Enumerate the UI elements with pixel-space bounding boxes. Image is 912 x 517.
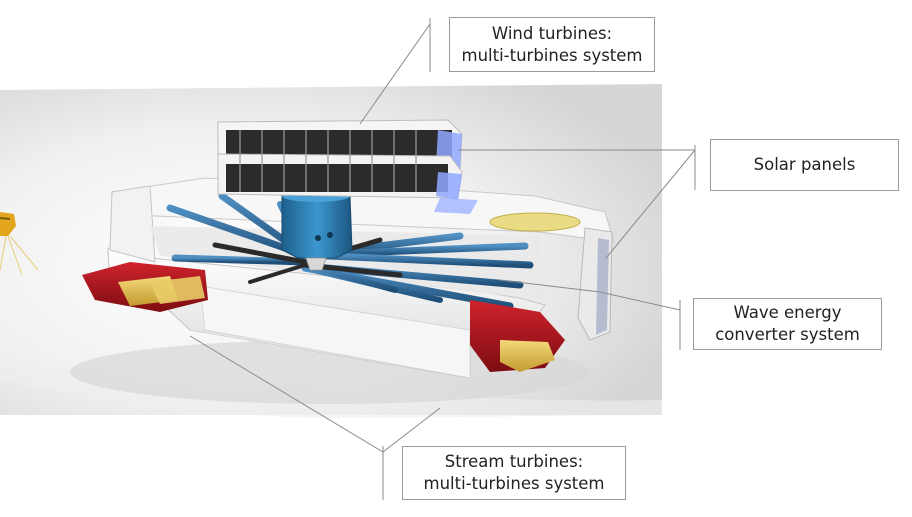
stream-turbine-floats: [82, 262, 565, 372]
leader-lines: [189, 18, 696, 500]
label-wave-energy: Wave energy converter system: [693, 298, 882, 350]
label-stream-turbines: Stream turbines: multi-turbines system: [402, 446, 626, 500]
label-wind-turbines: Wind turbines: multi-turbines system: [449, 17, 655, 72]
label-wave-line1: Wave energy: [733, 303, 842, 322]
small-buoy-icon: [0, 212, 39, 276]
label-wind-line2: multi-turbines system: [461, 45, 643, 65]
label-solar-panels: Solar panels: [710, 139, 899, 191]
wind-turbine-stack: [217, 119, 478, 214]
label-wind-line1: Wind turbines:: [491, 23, 613, 43]
label-wave-line2: converter system: [715, 325, 860, 344]
label-stream-line2: multi-turbines system: [423, 474, 605, 493]
label-stream-line1: Stream turbines:: [444, 452, 584, 471]
label-solar-line1: Solar panels: [753, 155, 856, 174]
